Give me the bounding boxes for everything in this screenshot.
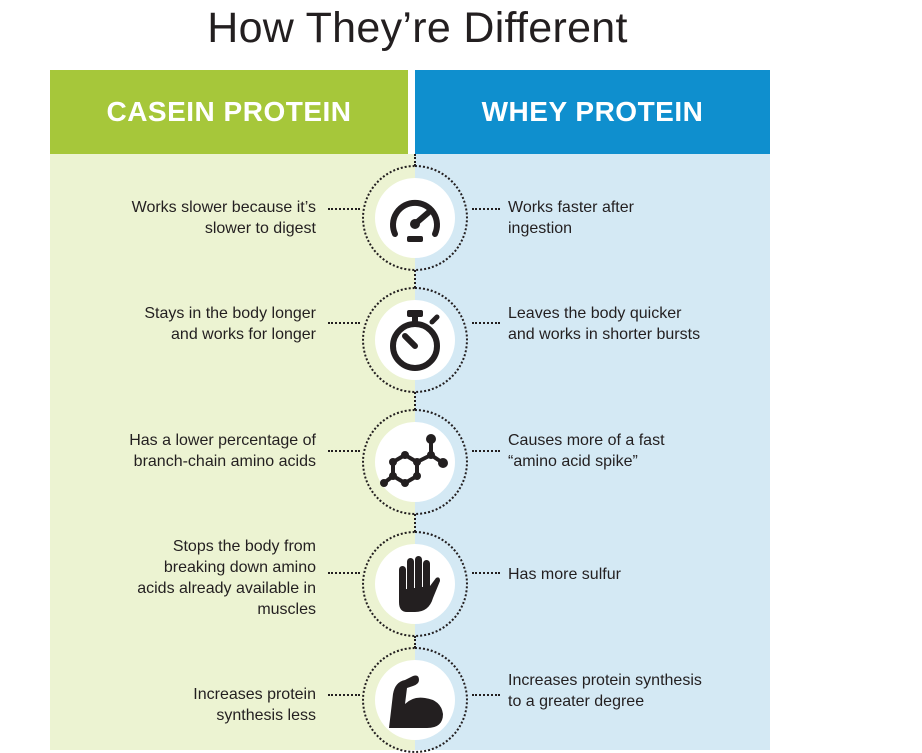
- casein-column: [50, 154, 415, 750]
- dotted-leader: [472, 572, 500, 574]
- speedometer-icon: [390, 199, 440, 242]
- dotted-leader: [472, 694, 500, 696]
- connector-line: [414, 270, 416, 288]
- stopwatch-icon: [390, 310, 440, 371]
- whey-header: WHEY PROTEIN: [415, 70, 770, 154]
- dotted-leader: [472, 450, 500, 452]
- dotted-leader: [328, 208, 360, 210]
- dotted-leader: [328, 450, 360, 452]
- whey-point-4: Has more sulfur: [508, 566, 621, 583]
- hand-icon: [399, 556, 440, 612]
- flexed-arm-icon: [389, 675, 443, 728]
- casein-header: CASEIN PROTEIN: [50, 70, 408, 154]
- connector-line: [414, 636, 416, 648]
- dotted-leader: [472, 322, 500, 324]
- molecule-icon: [380, 434, 448, 487]
- icon-circle: [362, 165, 468, 271]
- dotted-leader: [328, 694, 360, 696]
- connector-line: [414, 514, 416, 532]
- dotted-leader: [472, 208, 500, 210]
- dotted-leader: [328, 322, 360, 324]
- connector-line: [414, 154, 416, 166]
- icon-circle: [362, 287, 468, 393]
- page-title: How They’re Different: [207, 4, 628, 52]
- icon-circle: [362, 647, 468, 753]
- icon-circle: [362, 531, 468, 637]
- whey-column: [415, 154, 770, 750]
- icon-circle: [362, 409, 468, 515]
- whey-point-3: Causes more of a fast“amino acid spike”: [508, 432, 665, 470]
- connector-line: [414, 392, 416, 410]
- dotted-leader: [328, 572, 360, 574]
